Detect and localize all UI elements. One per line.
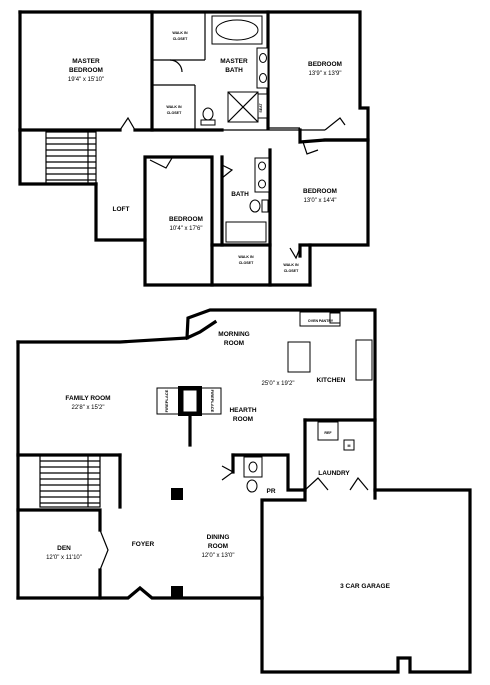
kitchen-island	[287, 341, 311, 373]
bedroom-ne-dims: 13'9" x 13'9"	[309, 71, 342, 77]
door-swing	[324, 117, 346, 131]
walk-in-closet-label: CLOSET	[167, 111, 182, 115]
den-label: DEN	[57, 545, 71, 552]
sink-icon	[258, 179, 266, 189]
dining-room-dims: 12'0" x 13'0"	[202, 553, 235, 559]
den-dims: 12'0" x 11'10"	[46, 555, 82, 561]
closet-3-walls	[210, 243, 272, 287]
morning-room-label: MORNING	[218, 331, 249, 338]
family-room-dims: 22'8" x 15'2"	[72, 405, 105, 411]
door-swing	[221, 164, 234, 179]
main-floor: OVEN PANTRY FIREPLACE FIREPLACE	[16, 308, 472, 674]
door-swing	[304, 477, 329, 491]
bath-seat-label: SEAT	[259, 103, 263, 113]
walk-in-closet-label: WALK IN	[283, 263, 299, 267]
bedroom-e-walls	[298, 128, 370, 258]
toilet-tank	[261, 199, 269, 213]
door-swing	[302, 141, 319, 155]
bedroom-ne-label: BEDROOM	[308, 61, 342, 68]
bath-tub	[225, 221, 267, 243]
fireplace-right-label: FIREPLACE	[210, 390, 215, 413]
stair-rail	[18, 128, 98, 186]
bedroom-c-walls	[143, 155, 214, 287]
master-vanity	[256, 47, 269, 89]
door-swing	[221, 465, 235, 481]
toilet-icon	[202, 107, 214, 121]
lower-stairs	[39, 454, 101, 508]
door-swing	[119, 116, 136, 131]
shower-cross	[227, 91, 259, 123]
walk-in-closet-label: CLOSET	[284, 269, 299, 273]
walk-in-closet-label: WALK IN	[238, 255, 254, 259]
morning-room-label: ROOM	[224, 340, 244, 347]
column	[171, 586, 183, 598]
laundry-label: LAUNDRY	[318, 470, 350, 477]
toilet-tank	[200, 119, 216, 126]
sink-icon	[259, 53, 267, 63]
oven	[329, 312, 341, 324]
walk-in-closet-label: CLOSET	[173, 37, 188, 41]
column	[171, 488, 183, 500]
laundry-walls	[303, 418, 377, 500]
walk-in-closet-label: WALK IN	[172, 31, 188, 35]
master-bedroom-label: BEDROOM	[69, 67, 103, 74]
hearth-room-label: HEARTH	[229, 407, 256, 414]
door-swing	[169, 59, 183, 73]
upper-floor: MASTER BEDROOM 19'4" x 15'10" WALK IN CL…	[18, 10, 370, 287]
bedroom-c-label: BEDROOM	[169, 216, 203, 223]
microwave	[343, 439, 355, 451]
foyer-label: FOYER	[132, 541, 155, 548]
bedroom-e-dims: 13'0" x 14'4"	[304, 198, 337, 204]
bath-seat	[257, 93, 268, 119]
refrigerator	[317, 421, 339, 441]
master-bath-label: MASTER	[220, 58, 248, 65]
walk-in-closet-label: CLOSET	[239, 261, 254, 265]
den-walls	[16, 508, 102, 532]
loft-label: LOFT	[113, 206, 130, 213]
master-bath-label: BATH	[225, 67, 243, 74]
sink-icon	[259, 73, 267, 83]
garage-walls	[260, 488, 472, 674]
door-swing	[349, 476, 369, 491]
toilet-icon	[246, 479, 258, 493]
bath-label: BATH	[231, 191, 249, 198]
main-exterior-north	[16, 308, 377, 422]
door-swing	[149, 157, 173, 169]
kitchen-counter-east	[355, 339, 373, 381]
bedroom-e-label: BEDROOM	[303, 188, 337, 195]
sink-icon	[258, 161, 266, 171]
sink-icon	[248, 461, 258, 473]
dining-room-label: ROOM	[208, 543, 228, 550]
family-room-label: FAMILY ROOM	[65, 395, 110, 402]
morning-room-bay	[184, 319, 218, 341]
kitchen-label: KITCHEN	[317, 377, 346, 384]
pantry-label: PANTRY	[319, 319, 334, 323]
hearth-room-label: ROOM	[233, 416, 253, 423]
oven-label: OVEN	[308, 319, 319, 323]
fireplace-stack	[156, 386, 222, 447]
door-swing	[289, 247, 301, 260]
door-swing	[99, 529, 109, 571]
kitchen-dims: 25'0" x 19'2"	[262, 381, 295, 387]
garage-label: 3 CAR GARAGE	[340, 583, 391, 590]
bedroom-c-dims: 10'4" x 17'6"	[170, 226, 203, 232]
upper-stairs	[45, 131, 97, 185]
powder-room-label: PR	[266, 488, 275, 495]
master-tub-basin	[215, 19, 259, 41]
main-exterior-south	[16, 585, 264, 600]
master-bedroom-dims: 19'4" x 15'10"	[68, 77, 104, 83]
toilet-icon	[249, 199, 261, 213]
refrigerator-label: REF	[324, 431, 332, 435]
microwave-label: M	[348, 444, 351, 448]
dining-room-label: DINING	[207, 534, 230, 541]
walk-in-closet-label: WALK IN	[166, 105, 182, 109]
master-bedroom-label: MASTER	[72, 58, 100, 65]
fireplace-left-label: FIREPLACE	[164, 389, 169, 412]
